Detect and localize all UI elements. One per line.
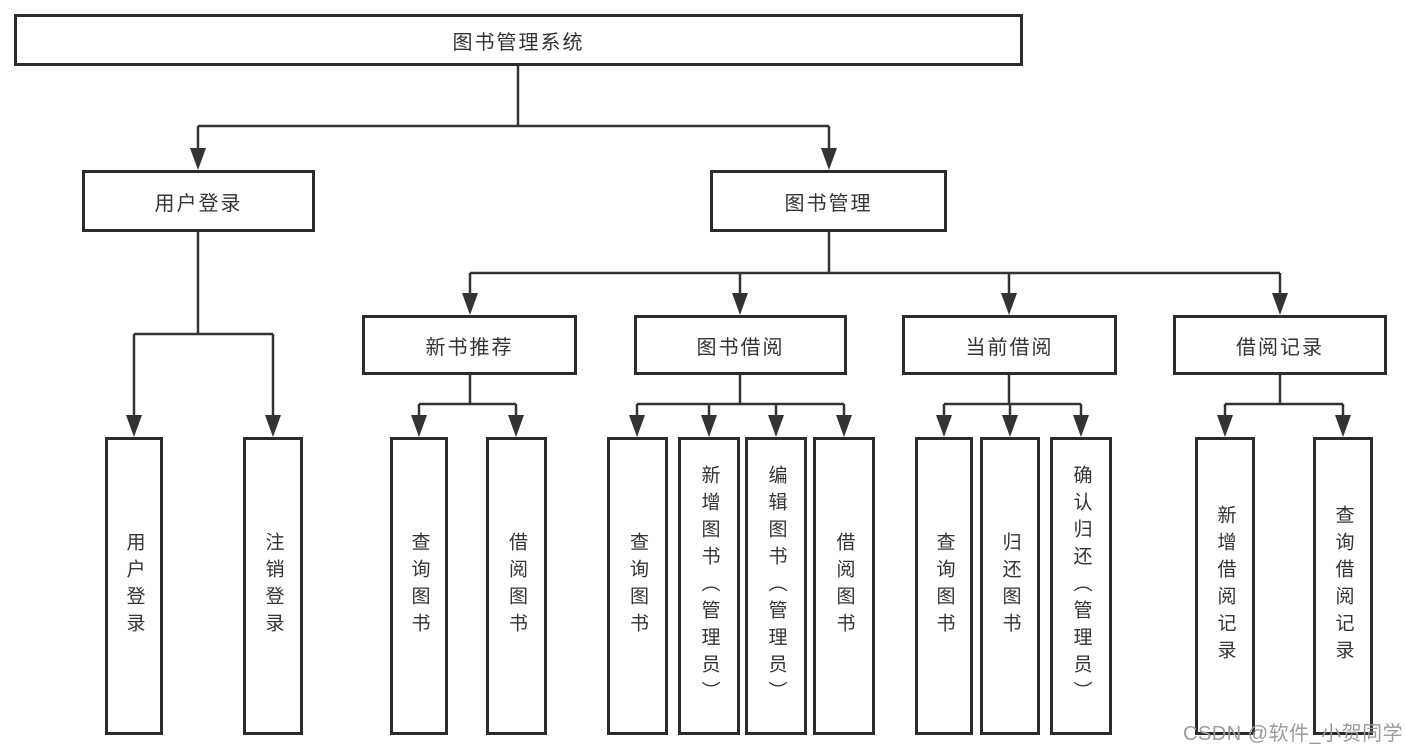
leaf-bb-edit-book-admin: 编辑图书（管理员）: [745, 437, 807, 735]
node-book-borrowing: 图书借阅: [634, 315, 847, 375]
leaf-bb-borrow-book: 借阅图书: [813, 437, 875, 735]
leaf-br-query-record: 查询借阅记录: [1313, 437, 1373, 735]
node-user-login: 用户登录: [82, 170, 315, 232]
leaf-bb-query-book-label: 查询图书: [627, 532, 648, 640]
node-borrowing-records: 借阅记录: [1173, 315, 1387, 375]
connector-paths: [132, 66, 1345, 420]
node-book-management-label: 图书管理: [784, 192, 873, 215]
node-borrowing-records-label: 借阅记录: [1236, 336, 1324, 359]
leaf-rec-query-book-label: 查询图书: [408, 532, 430, 640]
leaf-user-login-label: 用户登录: [123, 532, 145, 640]
leaf-cb-return-book-label: 归还图书: [999, 532, 1021, 640]
leaf-logout-label: 注销登录: [262, 532, 284, 640]
leaf-bb-edit-book-admin-label: 编辑图书（管理员）: [765, 464, 787, 708]
leaf-cb-confirm-return-admin: 确认归还（管理员）: [1050, 437, 1112, 735]
leaf-br-add-record: 新增借阅记录: [1195, 437, 1255, 735]
leaf-br-query-record-label: 查询借阅记录: [1332, 505, 1354, 667]
node-book-borrowing-label: 图书借阅: [696, 336, 785, 359]
leaf-bb-borrow-book-label: 借阅图书: [833, 532, 855, 640]
leaf-cb-query-book: 查询图书: [915, 437, 973, 735]
node-current-borrowing: 当前借阅: [902, 315, 1117, 375]
node-root-label: 图书管理系统: [452, 31, 585, 54]
node-new-book-recommendation-label: 新书推荐: [425, 336, 514, 359]
node-user-login-label: 用户登录: [154, 192, 243, 215]
leaf-cb-query-book-label: 查询图书: [933, 532, 955, 640]
node-root-system: 图书管理系统: [14, 14, 1023, 66]
leaf-rec-borrow-book: 借阅图书: [486, 437, 547, 735]
leaf-br-add-record-label: 新增借阅记录: [1214, 505, 1236, 667]
leaf-bb-add-book-admin: 新增图书（管理员）: [678, 437, 740, 735]
arrowheads: [126, 148, 1351, 437]
leaf-user-login: 用户登录: [105, 437, 163, 735]
leaf-rec-query-book: 查询图书: [390, 437, 448, 735]
csdn-watermark: CSDN @软件_小贺同学: [1183, 723, 1404, 745]
node-current-borrowing-label: 当前借阅: [965, 336, 1054, 359]
leaf-bb-add-book-admin-label: 新增图书（管理员）: [698, 464, 720, 708]
leaf-logout: 注销登录: [243, 437, 303, 735]
leaf-bb-query-book: 查询图书: [607, 437, 668, 735]
leaf-rec-borrow-book-label: 借阅图书: [506, 532, 527, 640]
node-book-management: 图书管理: [710, 170, 947, 232]
node-new-book-recommendation: 新书推荐: [362, 315, 577, 375]
leaf-cb-return-book: 归还图书: [980, 437, 1040, 735]
leaf-cb-confirm-return-admin-label: 确认归还（管理员）: [1070, 464, 1092, 708]
